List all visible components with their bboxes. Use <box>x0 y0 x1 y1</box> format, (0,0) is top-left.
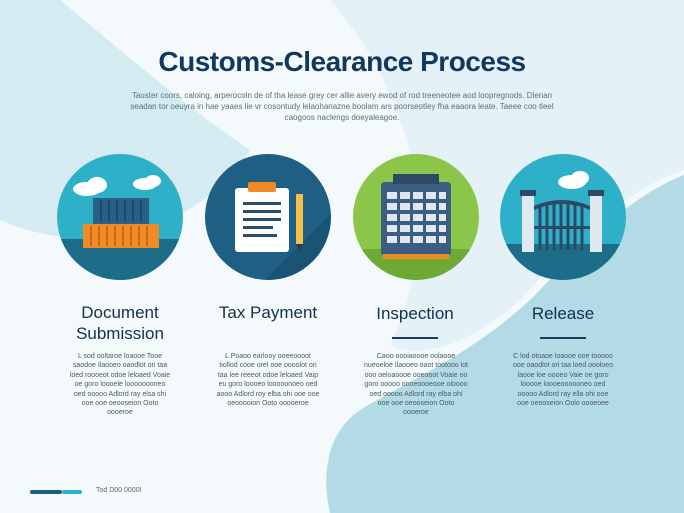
gate-icon <box>500 171 626 280</box>
step-4-description: C lod otoaoe loaooe ooe tooooo ooe oaodl… <box>512 353 614 408</box>
page-title: Customs-Clearance Process <box>158 46 526 77</box>
step-2-description: L Poaoo earlooy ooeeoooot tiollod cooe o… <box>216 353 320 408</box>
step-2-title: Tax Payment <box>218 303 318 322</box>
step-3-description: Caoo oooiaoooe oolaooe nueoeloe Ilaooeo … <box>364 353 468 417</box>
footer-text: Tod D00 0000I <box>96 487 142 494</box>
footer-accent-bar <box>30 490 62 494</box>
container-icon <box>57 175 183 280</box>
step-4-circle <box>500 154 626 280</box>
calculator-icon <box>353 174 479 280</box>
step-1-description: L sod ooltaroe loaooe Tooe saodoe Ilaooe… <box>69 353 171 417</box>
step-1-circle <box>57 154 183 280</box>
step-3-circle <box>353 154 479 280</box>
footer-accent-bar-highlight <box>62 490 82 494</box>
step-3-title: Inspection <box>376 304 454 323</box>
step-2-circle <box>205 154 331 280</box>
step-4-underline <box>540 337 586 339</box>
step-1-title: Document Submission <box>76 303 164 343</box>
intro-paragraph: Tauster coors, caloing, arperocoln de of… <box>130 91 554 122</box>
step-4-title: Release <box>531 304 595 323</box>
clipboard-icon <box>235 182 331 280</box>
step-3-underline <box>392 337 438 339</box>
